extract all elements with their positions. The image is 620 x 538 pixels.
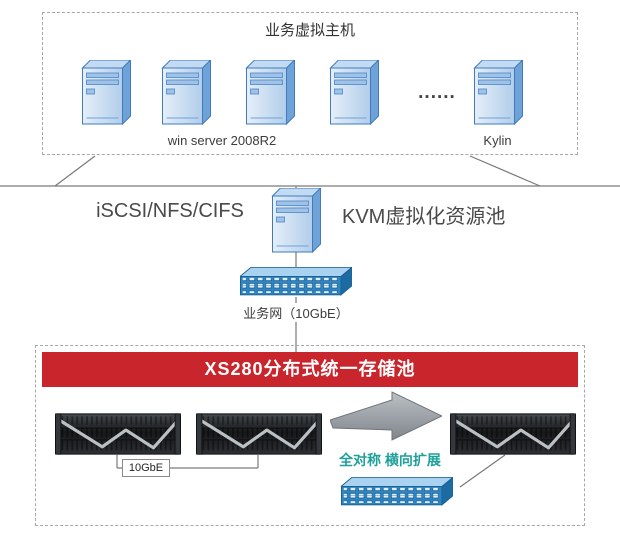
kvm-server-icon: [268, 188, 323, 254]
kylin-label: Kylin: [483, 133, 512, 148]
scale-out-arrow-icon: [330, 390, 442, 442]
storage-link-speed-badge: 10GbE: [122, 459, 170, 477]
hosts-to-bus-right-line: [469, 155, 541, 187]
more-servers-ellipsis: ......: [418, 82, 456, 103]
virtual-hosts-group: [42, 12, 578, 155]
storage-pool-group: [35, 345, 585, 526]
server-icon: [326, 60, 381, 126]
server-icon: [470, 60, 525, 126]
scale-out-label: 全对称 横向扩展: [339, 452, 441, 468]
storage-array-icon: [55, 413, 181, 455]
server-icon: [242, 60, 297, 126]
virtual-hosts-title: 业务虚拟主机: [264, 22, 355, 39]
business-network-label: 业务网（10GbE）: [224, 303, 368, 322]
kvm-pool-label: KVM虚拟化资源池: [342, 206, 506, 228]
storage-network-switch-icon: [341, 477, 453, 507]
server-icon: [78, 60, 133, 126]
protocols-label: iSCSI/NFS/CIFS: [96, 200, 244, 222]
storage-array-icon: [196, 413, 322, 455]
hosts-to-bus-left-line: [54, 155, 96, 187]
storage3-to-switch-line: [459, 454, 506, 488]
network-switch-icon: [240, 267, 352, 297]
server-icon: [158, 60, 213, 126]
win-server-label: win server 2008R2: [167, 133, 277, 148]
storage-array-icon: [450, 413, 576, 455]
storage-pool-banner: XS280分布式统一存储池: [42, 352, 578, 387]
